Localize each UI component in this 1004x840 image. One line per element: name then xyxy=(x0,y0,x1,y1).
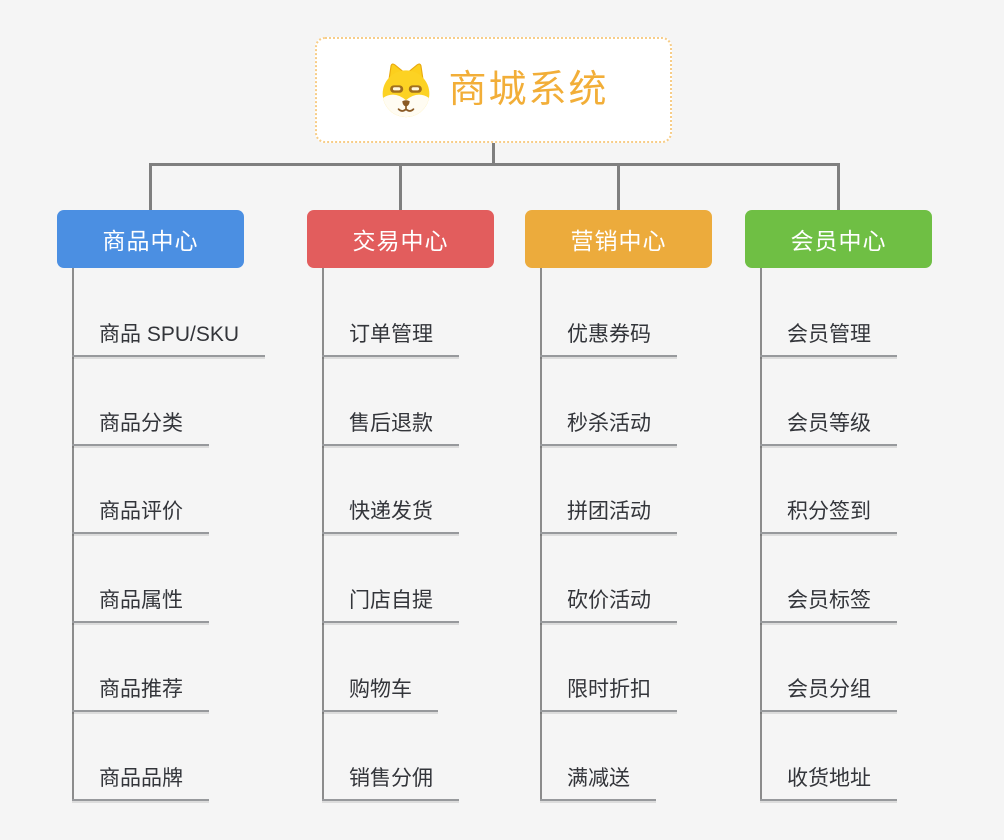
leaf-node[interactable]: 优惠券码 xyxy=(540,324,677,357)
branch-label: 商品中心 xyxy=(102,228,199,254)
root-label: 商城系统 xyxy=(448,69,609,111)
branch-node[interactable]: 商品中心 xyxy=(57,210,244,268)
connector-branch-trunk xyxy=(760,268,762,801)
connector-branch-trunk xyxy=(322,268,324,801)
branch-node[interactable]: 交易中心 xyxy=(307,210,494,268)
leaf-node[interactable]: 商品 SPU/SKU xyxy=(72,324,266,357)
leaf-node[interactable]: 订单管理 xyxy=(322,324,459,357)
leaf-node[interactable]: 商品属性 xyxy=(72,590,209,624)
leaf-node[interactable]: 限时折扣 xyxy=(540,678,677,712)
leaf-node[interactable]: 积分签到 xyxy=(760,501,897,535)
leaf-node[interactable]: 拼团活动 xyxy=(540,501,677,535)
dog-face-icon xyxy=(378,61,434,119)
leaf-node[interactable]: 商品分类 xyxy=(72,412,209,446)
branch-label: 营销中心 xyxy=(570,228,667,254)
branch-node[interactable]: 营销中心 xyxy=(525,210,712,268)
branch-label: 会员中心 xyxy=(790,228,887,254)
connector-branch-drop xyxy=(617,163,620,210)
leaf-node[interactable]: 售后退款 xyxy=(322,412,459,446)
connector-branch-drop xyxy=(837,163,840,210)
leaf-node[interactable]: 商品推荐 xyxy=(72,678,209,712)
root-node[interactable]: 商城系统 xyxy=(315,37,672,143)
leaf-node[interactable]: 销售分佣 xyxy=(322,767,459,801)
leaf-node[interactable]: 购物车 xyxy=(322,678,438,712)
leaf-node[interactable]: 收货地址 xyxy=(760,767,897,801)
leaf-node[interactable]: 门店自提 xyxy=(322,590,459,624)
leaf-node[interactable]: 会员标签 xyxy=(760,590,897,624)
branch-label: 交易中心 xyxy=(352,228,449,254)
connector-branch-trunk xyxy=(540,268,542,801)
connector-horizontal-bus xyxy=(149,163,840,166)
leaf-node[interactable]: 秒杀活动 xyxy=(540,412,677,446)
leaf-node[interactable]: 会员管理 xyxy=(760,324,897,357)
connector-branch-trunk xyxy=(72,268,74,801)
branch-node[interactable]: 会员中心 xyxy=(745,210,932,268)
connector-root-stem xyxy=(492,143,495,164)
leaf-node[interactable]: 商品评价 xyxy=(72,501,209,535)
leaf-node[interactable]: 商品品牌 xyxy=(72,767,209,801)
leaf-node[interactable]: 砍价活动 xyxy=(540,590,677,624)
leaf-node[interactable]: 快递发货 xyxy=(322,501,459,535)
leaf-node[interactable]: 满减送 xyxy=(540,767,656,801)
connector-branch-drop xyxy=(149,163,152,210)
connector-branch-drop xyxy=(399,163,402,210)
leaf-node[interactable]: 会员等级 xyxy=(760,412,897,446)
leaf-node[interactable]: 会员分组 xyxy=(760,678,897,712)
